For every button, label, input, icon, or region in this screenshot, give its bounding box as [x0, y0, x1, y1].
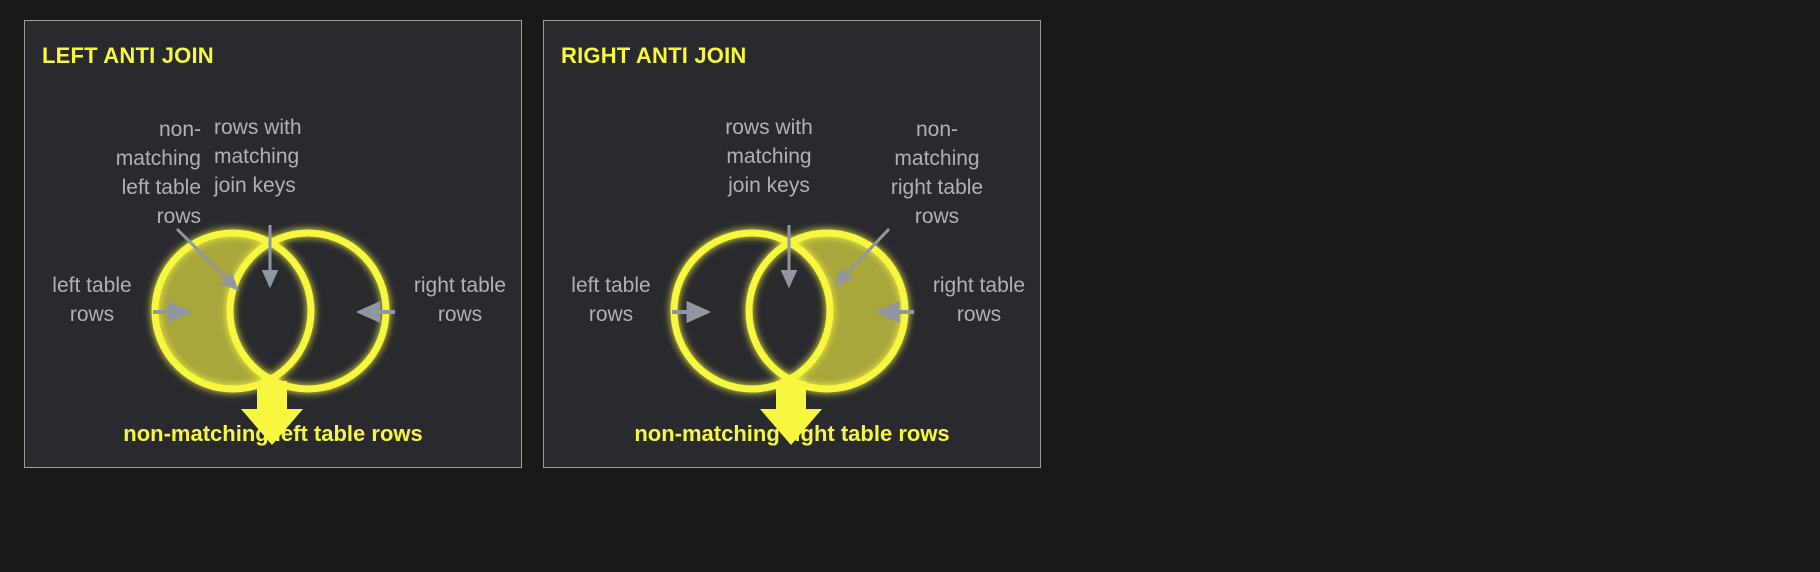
annotation-left-table-rows: left table rows: [552, 271, 670, 329]
annotation-line: join keys: [728, 174, 810, 197]
annotation-line: rows: [156, 205, 201, 228]
annotation-line: rows: [956, 303, 1002, 326]
annotation-line: rows: [588, 303, 634, 326]
annotation-line: matching: [214, 145, 300, 168]
pointer-arrow-icon-nonmatching-left: [175, 227, 239, 291]
annotation-line: non-: [915, 118, 959, 141]
annotation-rows-with-matching-join-keys: rows with matching join keys: [694, 113, 844, 200]
annotation-line: left table: [121, 176, 201, 199]
annotation-left-table-rows: left table rows: [33, 271, 151, 329]
annotation-line: matching: [726, 145, 812, 168]
annotation-line: join keys: [214, 174, 296, 197]
annotation-line: rows with: [214, 116, 302, 139]
venn-diagram-left: [151, 225, 395, 445]
annotation-line: rows: [69, 303, 115, 326]
annotation-line: right table: [890, 176, 984, 199]
annotation-line: rows: [914, 205, 960, 228]
pointer-arrow-icon-nonmatching-right: [834, 227, 891, 287]
venn-diagram-right: [670, 225, 914, 445]
annotation-line: rows: [437, 303, 483, 326]
panel-title-left: LEFT ANTI JOIN: [42, 43, 214, 68]
annotation-line: right table: [932, 274, 1026, 297]
annotation-line: non-: [158, 118, 201, 141]
panel-right-anti-join: RIGHT ANTI JOIN: [543, 20, 1041, 468]
annotation-line: rows with: [725, 116, 813, 139]
caption-left-result: non-matching left table rows: [123, 421, 423, 446]
annotation-line: matching: [115, 147, 201, 170]
annotation-line: left table: [571, 274, 651, 297]
annotation-line: right table: [413, 274, 507, 297]
annotation-right-table-rows: right table rows: [397, 271, 523, 329]
down-arrow-icon-result: [241, 381, 303, 445]
down-arrow-icon-result: [760, 381, 822, 445]
annotation-nonmatching-right-table-rows: non- matching right table rows: [862, 115, 1012, 231]
annotation-rows-with-matching-join-keys: rows with matching join keys: [214, 113, 354, 200]
annotation-line: left table: [52, 274, 132, 297]
annotation-nonmatching-left-table-rows: non- matching left table rows: [55, 115, 201, 231]
annotation-right-table-rows: right table rows: [916, 271, 1042, 329]
panel-title-right: RIGHT ANTI JOIN: [561, 43, 747, 68]
caption-right-result: non-matching right table rows: [634, 421, 950, 446]
annotation-line: matching: [894, 147, 980, 170]
panel-left-anti-join: LEFT ANTI JOIN: [24, 20, 522, 468]
